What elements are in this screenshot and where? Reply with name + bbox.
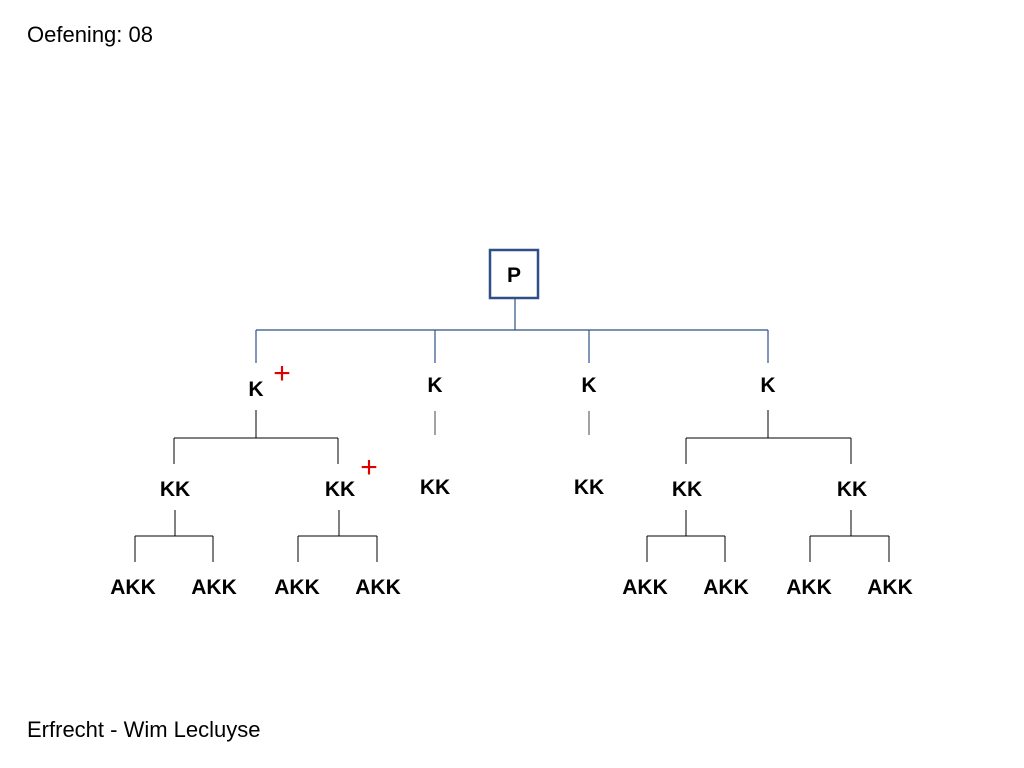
great-grandchild-label: AKK: [867, 576, 913, 599]
great-grandchild-label: AKK: [355, 576, 401, 599]
child-label: K: [581, 374, 596, 397]
child-label: K: [760, 374, 775, 397]
grandchild-label: KK: [160, 478, 190, 501]
great-grandchild-label: AKK: [622, 576, 668, 599]
page-title: Oefening: 08: [27, 22, 153, 47]
grandchild-label: KK: [420, 476, 450, 499]
grandchild-label: KK: [672, 478, 702, 501]
great-grandchild-label: AKK: [786, 576, 832, 599]
great-grandchild-label: AKK: [274, 576, 320, 599]
child-label: K: [248, 378, 263, 401]
great-grandchild-label: AKK: [191, 576, 237, 599]
great-grandchild-label: AKK: [703, 576, 749, 599]
grandchild-label: KK: [837, 478, 867, 501]
deceased-cross-icon: +: [360, 451, 378, 484]
deceased-cross-icon: +: [273, 357, 291, 390]
root-box: [488, 248, 540, 300]
footer-credit: Erfrecht - Wim Lecluyse: [27, 717, 261, 742]
child-label: K: [427, 374, 442, 397]
root-label: P: [507, 264, 521, 287]
great-grandchild-label: AKK: [110, 576, 156, 599]
grandchild-label: KK: [325, 478, 355, 501]
grandchild-label: KK: [574, 476, 604, 499]
